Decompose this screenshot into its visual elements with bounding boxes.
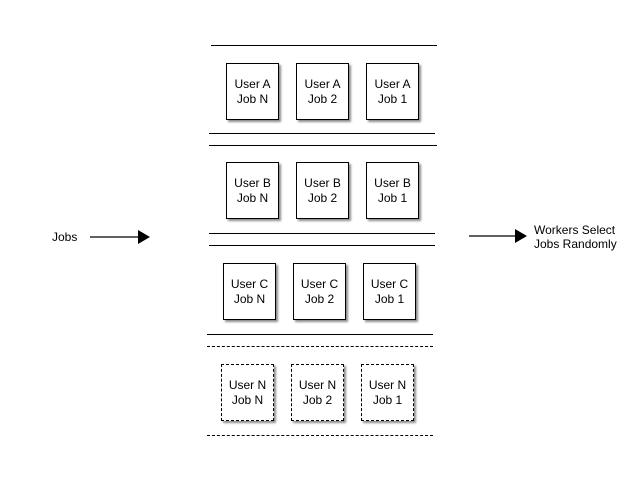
job-user-text: User N: [368, 377, 407, 392]
job-box-user-c-job-1: User C Job 1: [363, 263, 416, 320]
job-id-text: Job 2: [307, 91, 338, 106]
queue-b-top-line: [209, 145, 437, 146]
queue-a-top-line: [211, 45, 437, 46]
job-user-text: User C: [300, 276, 339, 291]
queue-a-bottom-line: [209, 133, 435, 134]
job-user-text: User N: [228, 377, 267, 392]
workers-label: Workers Select Jobs Randomly: [534, 223, 634, 251]
job-box-user-b-job-2: User B Job 2: [296, 162, 349, 219]
job-id-text: Job 1: [372, 392, 403, 407]
workers-label-line2: Jobs Randomly: [534, 237, 617, 251]
job-id-text: Job 1: [377, 190, 408, 205]
job-id-text: Job 2: [304, 291, 335, 306]
job-user-text: User B: [304, 175, 341, 190]
job-box-user-a-job-2: User A Job 2: [296, 63, 349, 120]
job-box-user-c-job-n: User C Job N: [223, 263, 276, 320]
input-arrow: [90, 230, 150, 244]
queue-n-bottom-line: [207, 435, 433, 436]
workers-label-line1: Workers Select: [534, 223, 616, 237]
job-id-text: Job 2: [307, 190, 338, 205]
job-id-text: Job N: [236, 91, 269, 106]
job-box-user-a-job-n: User A Job N: [226, 63, 279, 120]
job-id-text: Job N: [236, 190, 269, 205]
job-id-text: Job N: [231, 392, 264, 407]
job-id-text: Job 1: [374, 291, 405, 306]
job-box-user-b-job-n: User B Job N: [226, 162, 279, 219]
job-user-text: User B: [374, 175, 411, 190]
queue-b-bottom-line: [209, 233, 435, 234]
job-id-text: Job 1: [377, 91, 408, 106]
job-user-text: User C: [370, 276, 409, 291]
job-box-user-n-job-2: User N Job 2: [291, 364, 344, 421]
jobs-label: Jobs: [52, 230, 78, 244]
queue-c-bottom-line: [207, 334, 433, 335]
job-user-text: User C: [230, 276, 269, 291]
job-user-text: User A: [304, 76, 341, 91]
job-user-text: User N: [298, 377, 337, 392]
queue-c-top-line: [209, 245, 435, 246]
job-user-text: User B: [234, 175, 271, 190]
queue-n-top-line: [207, 346, 433, 347]
job-id-text: Job 2: [302, 392, 333, 407]
output-arrow: [469, 229, 527, 243]
job-box-user-b-job-1: User B Job 1: [366, 162, 419, 219]
job-box-user-a-job-1: User A Job 1: [366, 63, 419, 120]
job-box-user-n-job-1: User N Job 1: [361, 364, 414, 421]
job-user-text: User A: [234, 76, 271, 91]
job-id-text: Job N: [233, 291, 266, 306]
job-user-text: User A: [374, 76, 411, 91]
job-box-user-n-job-n: User N Job N: [221, 364, 274, 421]
job-box-user-c-job-2: User C Job 2: [293, 263, 346, 320]
